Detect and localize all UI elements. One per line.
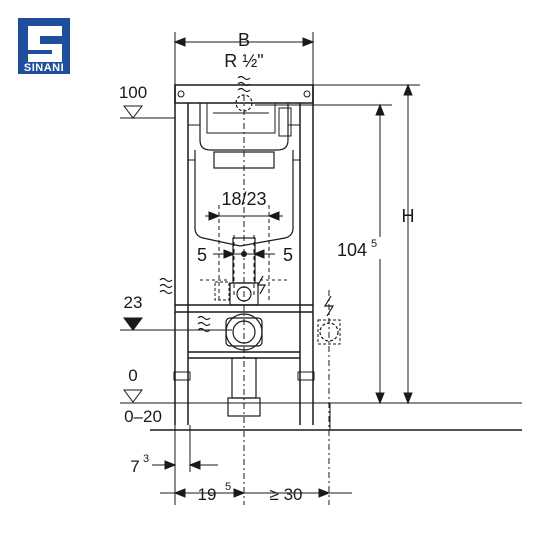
label-level-100: 100 [119,83,147,102]
label-pipe-thread: R ½" [224,51,263,71]
level-0-marker [123,389,143,403]
dim-width-arrows [173,37,315,47]
dim-depth-arrows [173,488,331,498]
flush-connector [229,282,259,306]
cistern-body [194,150,294,247]
water-wave-icon-left [159,277,173,295]
brand-logo: SINANI [18,18,70,74]
dim-offset-arrows [223,249,265,259]
cistern-bracket [278,107,292,137]
logo-mark [28,26,62,62]
logo-text: SINANI [24,62,64,74]
frame-bolt-left [177,90,185,98]
electrical-connection [256,275,341,345]
frame-bolt-right [303,90,311,98]
dim-flush-range-arrows [208,211,280,221]
label-frame-height-sup: 5 [371,238,377,250]
cistern [188,102,300,247]
label-width: B [238,30,250,50]
water-wave-icon-mid [197,315,211,333]
electrical-box [214,281,230,301]
label-flush-range: 18/23 [221,189,266,209]
label-frame-height: 104 [337,240,367,260]
label-depth-axis-sup: 5 [225,481,231,493]
dim-height-arrows [403,83,413,405]
label-offset-left: 5 [197,245,207,265]
label-depth-small: 7 [130,457,139,476]
cistern-inlet-box [206,102,276,134]
label-floor-range: 0–20 [124,407,162,426]
water-wave-icon [237,75,251,93]
label-depth-small-sup: 3 [143,453,149,465]
label-depth-axis: 19 [198,485,217,504]
level-100-marker [123,105,143,119]
label-level-23: 23 [124,293,143,312]
frame-foot-right [297,371,315,381]
label-height: H [402,206,415,226]
water-wave-marks [159,277,211,333]
waste-connector [225,317,263,347]
dim-frame-height-arrows [375,103,385,405]
label-offset-right: 5 [283,245,293,265]
flush-pipe [200,237,290,306]
frame-foot-left [173,371,191,381]
label-frame-height-bg [343,237,381,259]
lightning-icon-small [256,275,267,295]
dimensions [120,32,420,505]
label-floor-level: 0 [128,366,137,385]
floor-lines [150,402,522,431]
level-23-marker [123,317,143,331]
dim-depth-small-arrows [164,460,201,470]
label-wall-distance: ≥ 30 [270,485,303,504]
cistern-top [199,103,289,151]
